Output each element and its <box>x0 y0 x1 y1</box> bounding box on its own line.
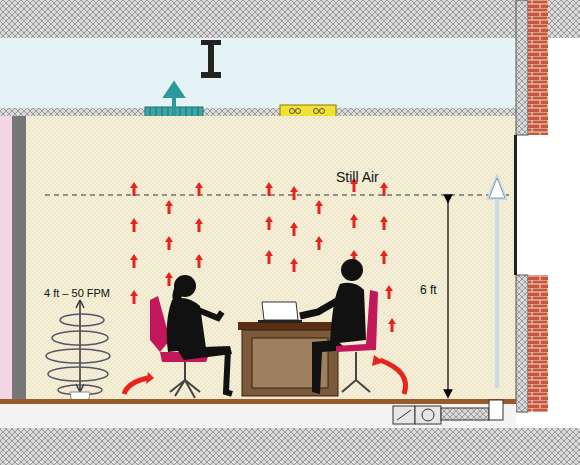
diffuser-swirl <box>46 300 110 395</box>
roof-slab <box>0 0 580 38</box>
column <box>12 116 26 399</box>
person-seated-woman <box>150 275 232 398</box>
room <box>0 116 516 399</box>
stratification-line <box>45 195 512 196</box>
text-label: 6 ft <box>420 284 437 297</box>
brick-wall <box>528 0 548 135</box>
floor-slab <box>0 428 580 465</box>
left-wall <box>0 116 12 399</box>
floor-plenum <box>0 404 516 428</box>
desk-top <box>238 322 342 330</box>
floor <box>0 399 516 404</box>
fan-box <box>415 406 441 424</box>
text-label: Still Air <box>336 170 379 185</box>
steel-beam <box>201 40 221 78</box>
duct <box>441 408 489 420</box>
warm-air-arrow <box>124 378 148 394</box>
ceiling <box>0 108 516 116</box>
laptop <box>262 302 298 320</box>
person-seated-man <box>300 259 378 394</box>
brick-wall <box>528 275 548 412</box>
ceiling-plenum <box>0 38 516 108</box>
desk <box>242 330 338 396</box>
light-fixture <box>280 105 336 117</box>
window-airflow-arrow <box>489 178 505 388</box>
wall <box>516 275 528 412</box>
window <box>514 135 517 275</box>
dimension-line <box>447 199 448 394</box>
wall <box>516 0 528 135</box>
floor-grille <box>489 400 503 420</box>
text-label: 4 ft – 50 FPM <box>44 287 110 299</box>
damper <box>393 406 415 424</box>
warm-air-arrow <box>380 360 406 394</box>
